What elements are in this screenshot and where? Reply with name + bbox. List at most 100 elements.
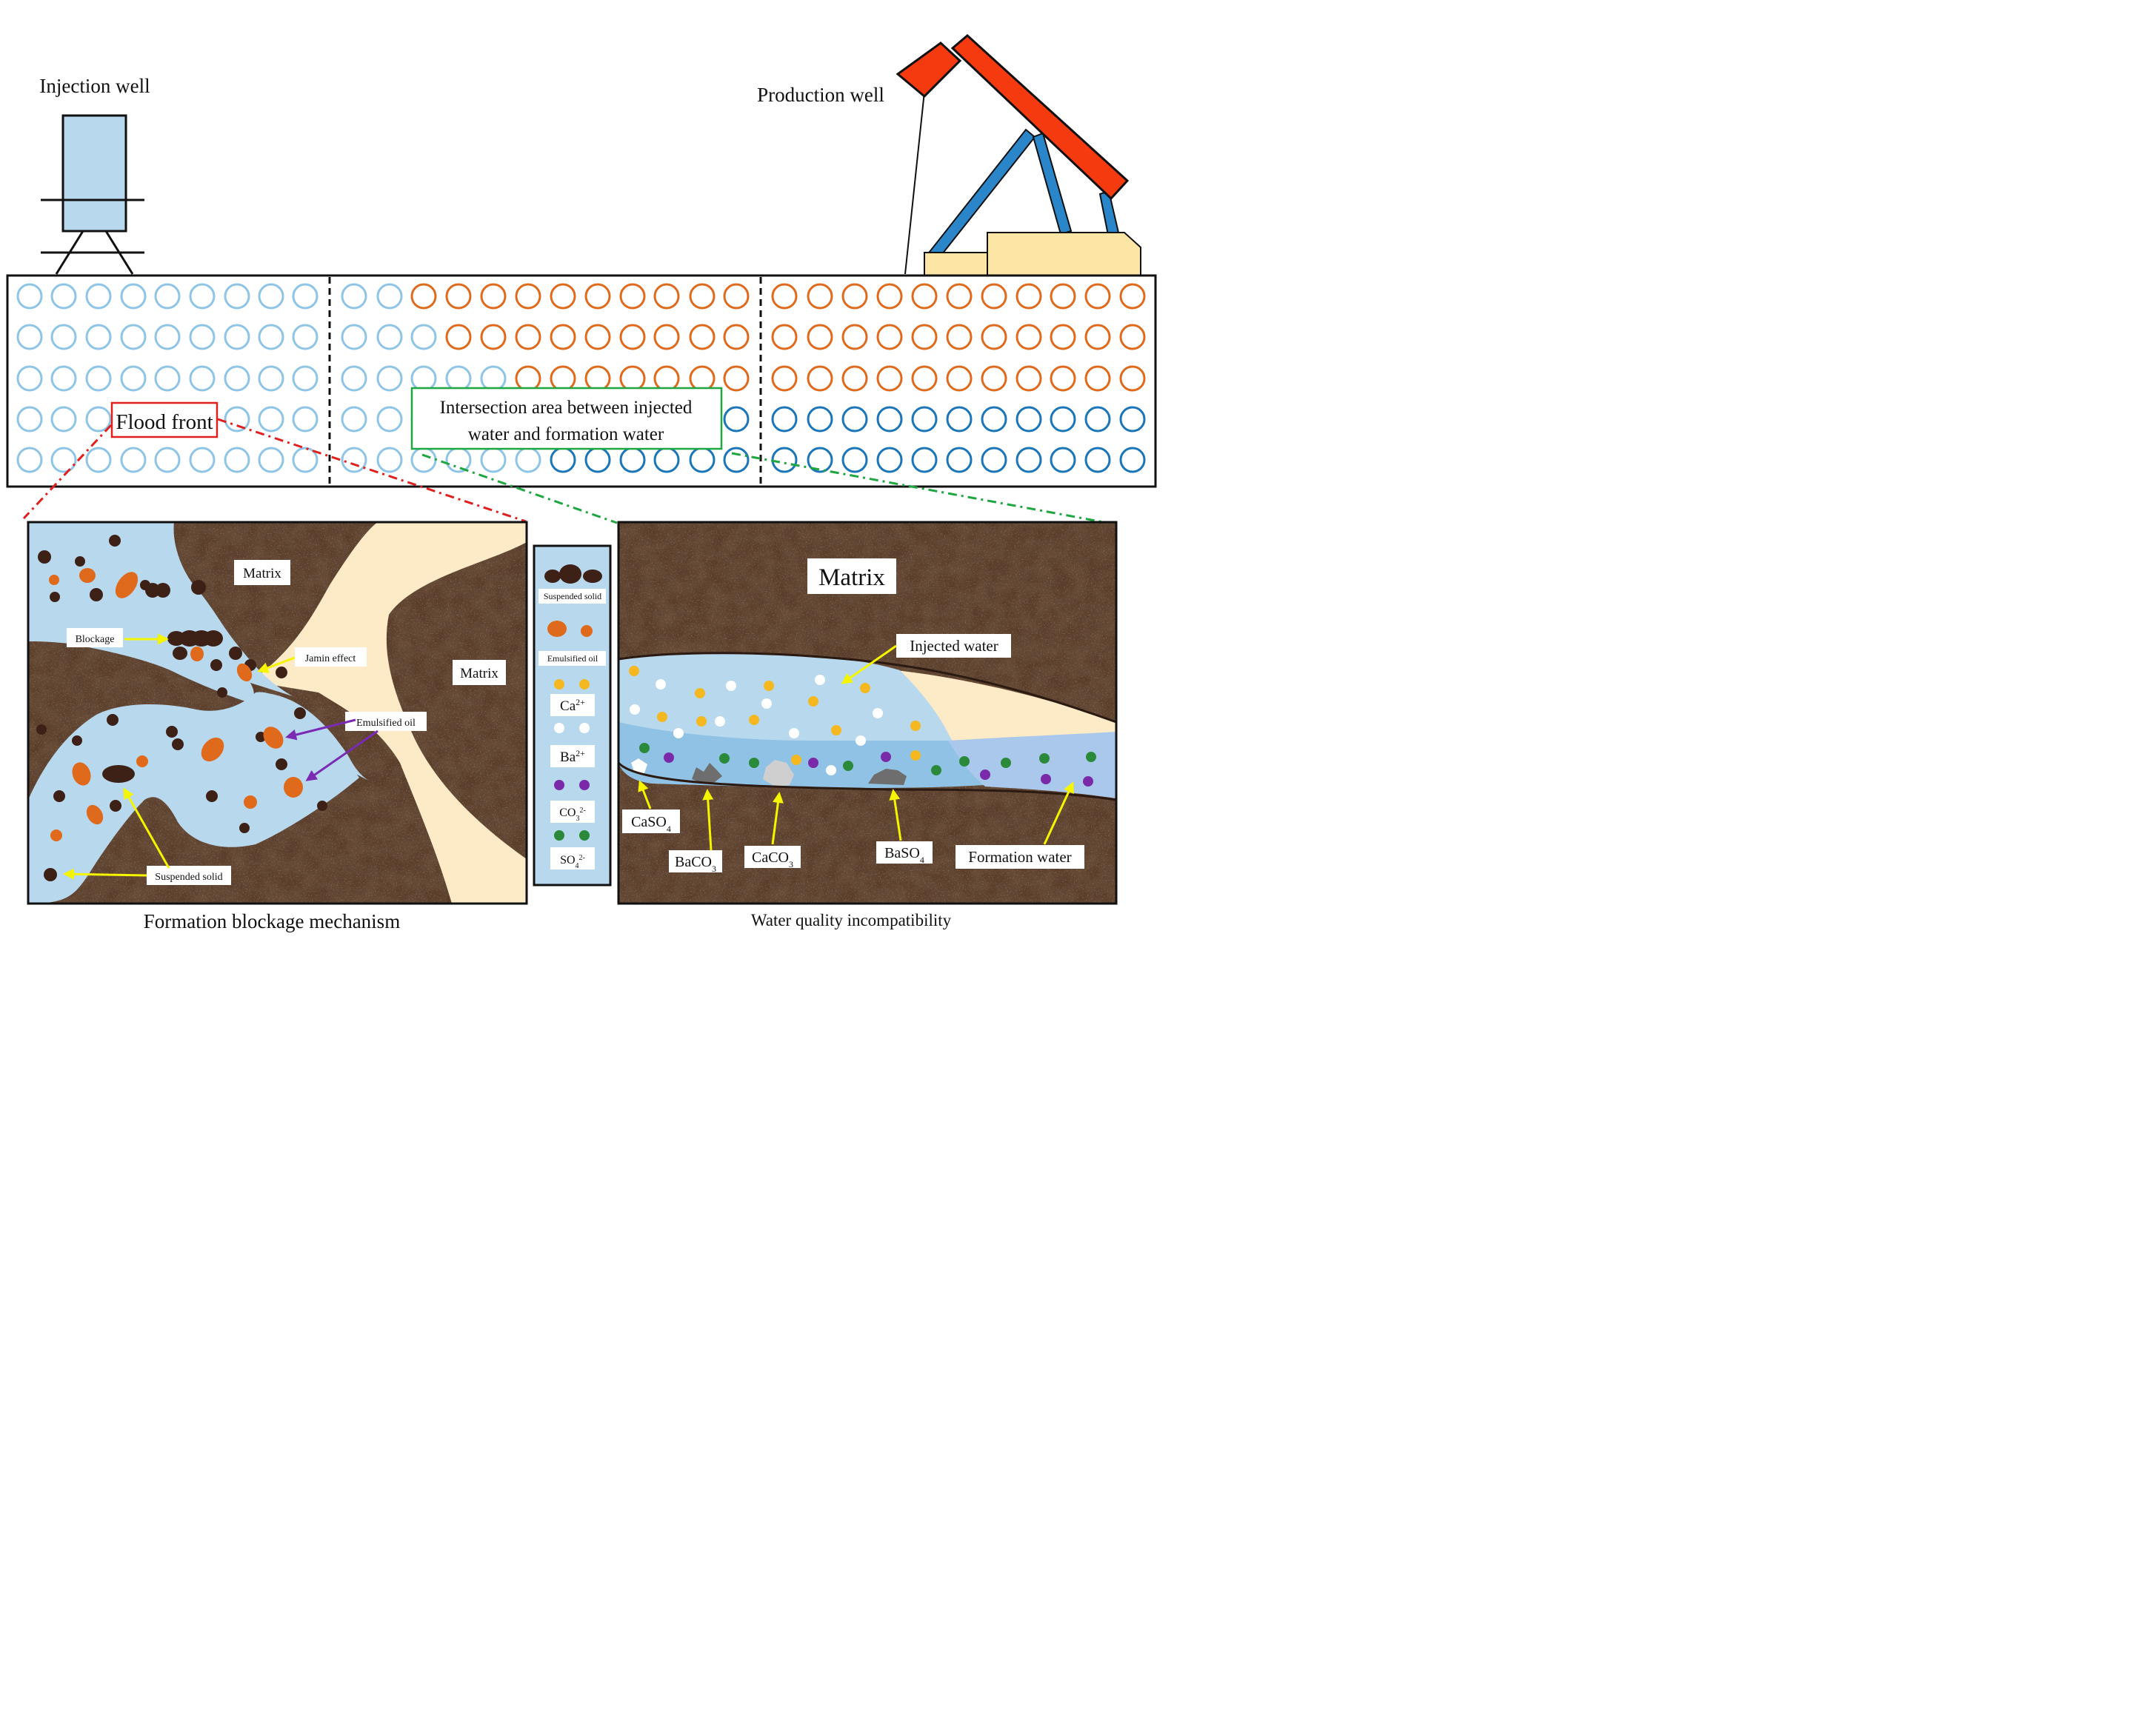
pore-circle <box>376 283 403 310</box>
pore-circle <box>189 365 216 392</box>
diagram-canvas: Injection well Production well Flood fro… <box>6 34 1157 932</box>
pore-circle <box>771 406 798 433</box>
arrow-suspended-1 <box>123 787 170 869</box>
pore-circle <box>50 324 77 350</box>
flood-front-label: Flood front <box>116 410 213 434</box>
pore-circle <box>584 283 611 310</box>
co3-ion <box>1083 776 1093 787</box>
pore-circle <box>946 283 973 310</box>
intersection-box <box>410 387 723 450</box>
blockage-cluster-particle <box>204 630 223 647</box>
intersection-label-line2: water and formation water <box>468 424 664 444</box>
pore-circle <box>410 324 437 350</box>
co3-ion <box>808 758 818 768</box>
so4-ion <box>639 743 650 753</box>
baso4-precipitate <box>868 769 907 785</box>
ca-ion <box>910 721 921 731</box>
blockage-water-upper <box>28 522 293 696</box>
intersection-label-line1: Intersection area between injected <box>440 398 693 418</box>
pore-circle <box>1119 365 1146 392</box>
pore-circle <box>723 324 750 350</box>
blockage-particles <box>36 535 327 881</box>
pore-circle <box>224 283 250 310</box>
ba-ion <box>873 708 883 718</box>
pore-circle <box>120 447 147 473</box>
pore-circle <box>911 447 938 473</box>
blockage-matrix-top-label: Matrix <box>243 566 281 581</box>
blockage-matrix-right-label: Matrix <box>460 666 498 681</box>
pore-circle <box>841 283 868 310</box>
legend-so4-label: SO42- <box>560 854 585 870</box>
arrow-caso4 <box>638 780 652 809</box>
ba-ion <box>826 765 836 775</box>
legend-co3-label: CO32- <box>559 807 586 823</box>
suspended-solid-particle <box>317 801 327 811</box>
pore-circle <box>946 365 973 392</box>
suspended-solid-particle <box>276 667 287 678</box>
pore-circle <box>1119 324 1146 350</box>
ba-ion <box>761 698 772 709</box>
pore-circle <box>50 447 77 473</box>
ca-ion <box>831 725 841 735</box>
ca-ion <box>749 715 759 725</box>
pore-circle <box>85 447 112 473</box>
ba-ion <box>726 681 736 691</box>
emulsified-oil-droplet <box>79 568 96 583</box>
so4-ion <box>1001 758 1011 768</box>
formation-water-label: Formation water <box>968 848 1071 866</box>
emulsified-oil-droplet <box>136 755 148 767</box>
pore-circle <box>1016 365 1042 392</box>
suspended-solid-particle <box>110 800 121 812</box>
caco3-precipitate <box>763 760 794 787</box>
pore-circle <box>1050 447 1076 473</box>
ba-ion <box>789 728 799 738</box>
legend-solid-3 <box>583 570 602 583</box>
pore-circle <box>258 324 284 350</box>
suspended-solid-particle <box>102 765 135 783</box>
suspended-solid-particle <box>217 687 227 698</box>
baco3-precipitate <box>692 763 722 784</box>
pore-circle <box>876 447 903 473</box>
pore-circle <box>1084 406 1111 433</box>
suspended-solid-particle <box>256 732 266 742</box>
arrow-emulsified-2 <box>305 730 378 781</box>
suspended-solid-particle <box>145 583 160 598</box>
pore-circle <box>258 283 284 310</box>
suspended-solid-particle <box>50 592 60 602</box>
so4-ion <box>1086 752 1096 762</box>
suspended-solid-particle <box>166 726 178 738</box>
pore-circle <box>341 365 367 392</box>
pore-circle <box>376 406 403 433</box>
suspended-solid-particle <box>294 707 306 719</box>
legend-ca-dot-2 <box>579 679 590 690</box>
legend-ca-label: Ca2+ <box>560 697 585 714</box>
suspended-solid-particle <box>90 588 103 601</box>
pore-circle <box>841 447 868 473</box>
pore-circle <box>550 283 576 310</box>
pore-circle <box>85 365 112 392</box>
pore-circle <box>16 406 43 433</box>
suspended-solid-particle <box>156 583 170 598</box>
suspended-solid-particle <box>191 580 206 595</box>
legend-co3-dot-1 <box>554 780 564 790</box>
pore-circle <box>1016 447 1042 473</box>
legend-so4-dot-1 <box>554 830 564 841</box>
injection-well-label: Injection well <box>39 75 150 97</box>
pore-circle <box>1084 283 1111 310</box>
pore-circle <box>1119 406 1146 433</box>
pore-circle <box>911 365 938 392</box>
suspended-solid-particle <box>36 724 47 735</box>
pore-circle <box>771 283 798 310</box>
emulsified-oil-droplet <box>190 647 204 661</box>
caco3-label: CaCO3 <box>752 849 793 869</box>
pore-circle <box>224 365 250 392</box>
pore-circle <box>981 324 1007 350</box>
arrow-baso4 <box>889 789 902 841</box>
pore-circle <box>807 447 833 473</box>
pore-circle <box>292 283 319 310</box>
ca-ion <box>910 750 921 761</box>
so4-ion <box>719 753 730 764</box>
ca-ion <box>695 688 705 698</box>
emulsified-oil-droplet <box>49 575 59 585</box>
legend-ba-dot-2 <box>579 723 590 733</box>
